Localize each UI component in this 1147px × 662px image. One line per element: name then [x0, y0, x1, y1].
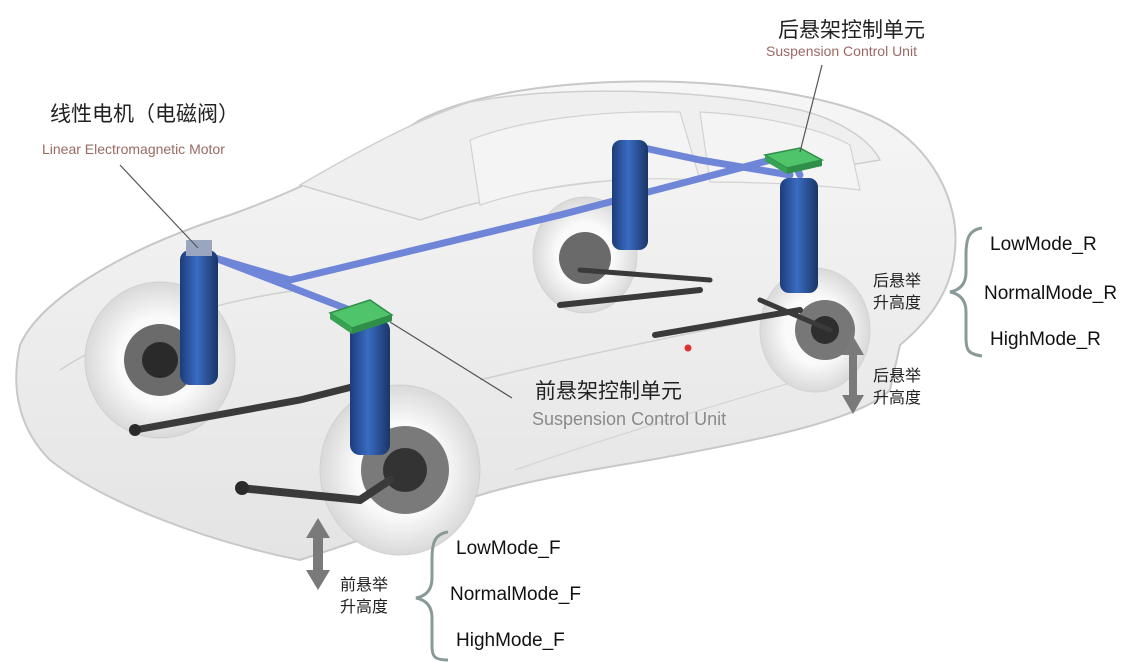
- rear-lift-line2: 升高度: [873, 293, 922, 312]
- rear-unit-label-cn: 后悬架控制单元: [778, 18, 925, 42]
- front-height-arrow: [306, 518, 330, 590]
- front-lift-line2: 升高度: [340, 597, 389, 616]
- rear-mode-high: HighMode_R: [990, 329, 1101, 350]
- motor-label-en: Linear Electromagnetic Motor: [42, 141, 225, 157]
- front-unit-label-en: Suspension Control Unit: [532, 409, 727, 429]
- control-lines: [211, 141, 804, 316]
- rear-lift-label: 后悬举 升高度: [873, 270, 921, 314]
- front-strut: [350, 320, 390, 455]
- front-lift-line1: 前悬举: [340, 575, 389, 594]
- door-marker: [684, 344, 692, 352]
- front-mode-low: LowMode_F: [456, 538, 561, 559]
- rear-control-unit: [762, 147, 825, 174]
- rear-lift-label-2: 后悬举 升高度: [873, 365, 921, 409]
- front-mode-normal: NormalMode_F: [450, 584, 581, 605]
- rear-outer-strut: [780, 178, 818, 293]
- front-unit-label-cn: 前悬架控制单元: [535, 379, 682, 403]
- front-control-unit: [328, 299, 394, 334]
- front-lift-label: 前悬举 升高度: [340, 574, 388, 618]
- leader-lines: [119, 64, 823, 399]
- rear-left-strut: [180, 240, 218, 385]
- rear-mode-brace: [949, 226, 983, 358]
- rear-lift2-line1: 后悬举: [873, 366, 922, 385]
- front-mode-brace: [415, 530, 449, 662]
- rear-inner-strut: [612, 140, 648, 250]
- rear-unit-label-en: Suspension Control Unit: [766, 43, 917, 59]
- front-right-wheel: [319, 384, 481, 556]
- rear-height-arrow: [842, 336, 864, 414]
- rear-mode-normal: NormalMode_R: [984, 283, 1118, 304]
- rear-lift2-line2: 升高度: [873, 388, 922, 407]
- rear-lift-line1: 后悬举: [873, 271, 922, 290]
- motor-label-cn: 线性电机（电磁阀）: [50, 102, 239, 126]
- front-mode-high: HighMode_F: [456, 630, 565, 651]
- rear-mode-low: LowMode_R: [990, 234, 1097, 255]
